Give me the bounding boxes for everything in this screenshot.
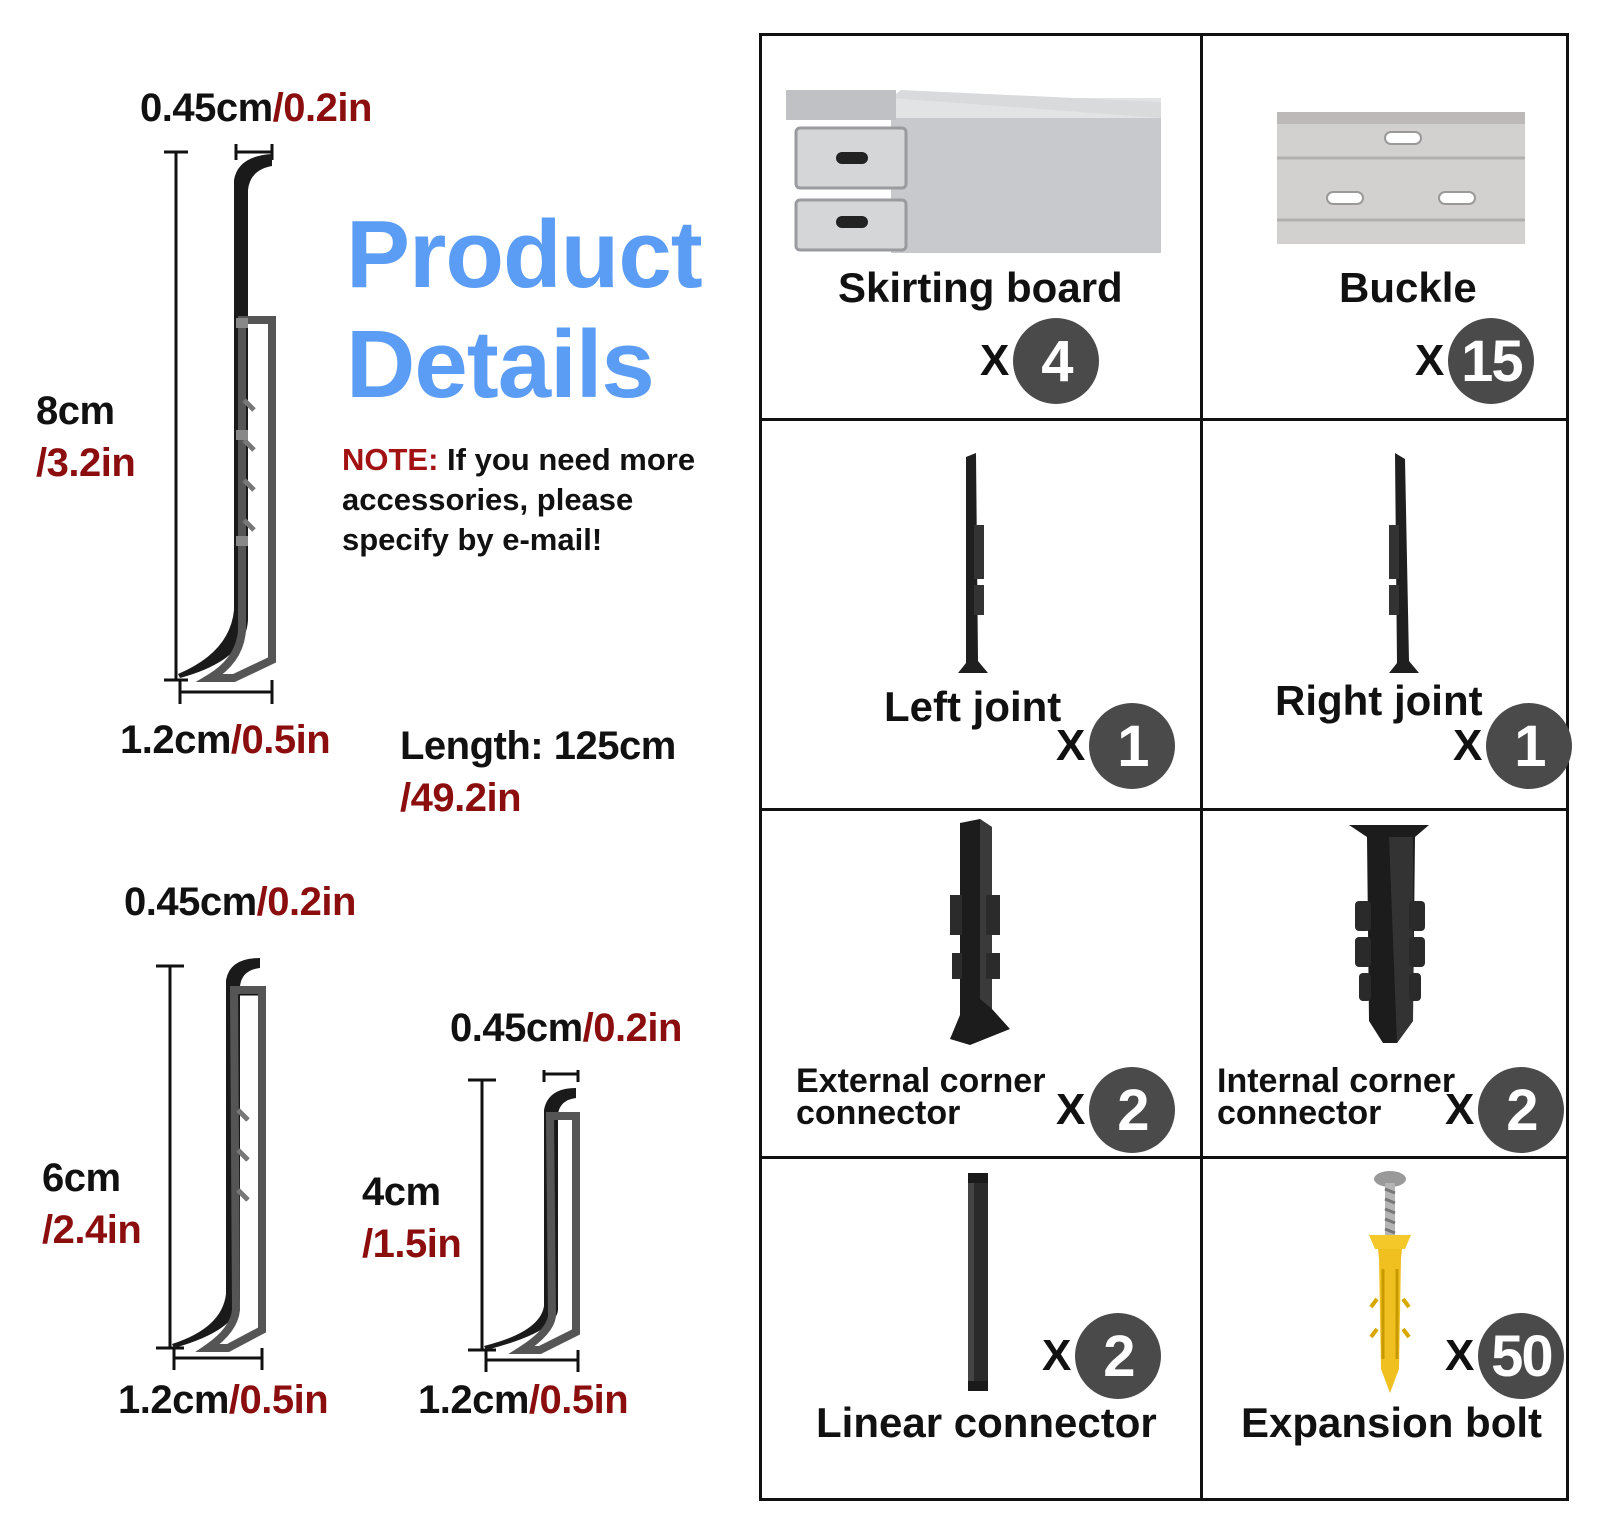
part-quantity: X 4 bbox=[980, 318, 1100, 404]
part-name: External corner connector bbox=[796, 1062, 1046, 1132]
expansion-bolt-image bbox=[1369, 1171, 1411, 1393]
external-corner-image bbox=[950, 819, 1010, 1045]
quantity-badge: 2 bbox=[1478, 1067, 1565, 1153]
note: NOTE: If you need more accessories, plea… bbox=[342, 440, 722, 560]
part-buckle: Buckle X 15 bbox=[1203, 36, 1569, 418]
quantity-badge: 15 bbox=[1448, 318, 1535, 404]
part-quantity: X 1 bbox=[1453, 703, 1573, 789]
profile3-top-dim: 0.45cm/0.2in bbox=[450, 1006, 682, 1051]
title-line2: Details bbox=[346, 311, 655, 418]
part-name-line1: Internal corner bbox=[1217, 1062, 1456, 1100]
profile1-height-dim: 8cm /3.2in bbox=[36, 385, 136, 489]
profile1-height-in: /3.2in bbox=[36, 441, 136, 485]
part-name: Internal corner connector bbox=[1217, 1062, 1456, 1132]
profile3-height-cm: 4cm bbox=[362, 1170, 441, 1214]
profile2-height-dim: 6cm /2.4in bbox=[42, 1152, 142, 1256]
part-name: Expansion bolt bbox=[1241, 1399, 1543, 1446]
internal-corner-image bbox=[1349, 825, 1429, 1043]
part-quantity: X 2 bbox=[1445, 1067, 1565, 1153]
parts-grid: Skirting board X 4 Buckle X 15 Left jo bbox=[759, 33, 1573, 1501]
profile1-top-dim: 0.45cm/0.2in bbox=[140, 86, 372, 131]
profile3-drawing bbox=[468, 1070, 580, 1372]
profile2-height-cm: 6cm bbox=[42, 1156, 121, 1200]
quantity-badge: 1 bbox=[1089, 703, 1176, 789]
profile3-base-cm: 1.2cm bbox=[418, 1378, 529, 1422]
part-left-joint: Left joint X 1 bbox=[762, 421, 1200, 808]
profile1-height-cm: 8cm bbox=[36, 389, 115, 433]
part-quantity: X 15 bbox=[1415, 318, 1535, 404]
profile2-top-dim: 0.45cm/0.2in bbox=[124, 880, 356, 925]
part-quantity: X 50 bbox=[1445, 1313, 1565, 1399]
profile3-top-in: /0.2in bbox=[582, 1006, 683, 1050]
times-sign: X bbox=[1415, 336, 1445, 385]
times-sign: X bbox=[1056, 1085, 1086, 1134]
quantity-badge: 50 bbox=[1478, 1313, 1565, 1399]
profile2-base-in: /0.5in bbox=[228, 1378, 329, 1422]
quantity-badge: 2 bbox=[1075, 1313, 1162, 1399]
profile2-height-in: /2.4in bbox=[42, 1208, 142, 1252]
note-text: If you need more accessories, please spe… bbox=[342, 442, 696, 557]
part-name-line1: External corner bbox=[796, 1062, 1046, 1100]
part-name: Skirting board bbox=[838, 264, 1123, 311]
profile1-base-in: /0.5in bbox=[230, 718, 331, 762]
profile2-base-cm: 1.2cm bbox=[118, 1378, 229, 1422]
part-name-line2: connector bbox=[1217, 1094, 1382, 1132]
buckle-image bbox=[1277, 112, 1525, 244]
quantity-badge: 2 bbox=[1089, 1067, 1176, 1153]
left-joint-image bbox=[958, 453, 988, 673]
part-linear-connector: Linear connector X 2 bbox=[762, 1159, 1200, 1501]
length-label: Length: 125cm bbox=[400, 724, 676, 768]
profile2-drawing bbox=[156, 958, 266, 1370]
right-joint-image bbox=[1389, 453, 1419, 673]
part-external-corner-connector: External corner connector X 2 bbox=[762, 811, 1200, 1156]
times-sign: X bbox=[1445, 1085, 1475, 1134]
page-title: Product Details bbox=[346, 200, 703, 420]
length-dim: Length: 125cm /49.2in bbox=[400, 720, 676, 824]
part-skirting-board: Skirting board X 4 bbox=[762, 36, 1200, 418]
note-label: NOTE: bbox=[342, 442, 439, 477]
times-sign: X bbox=[980, 336, 1010, 385]
part-name: Right joint bbox=[1275, 677, 1483, 724]
grid-divider-row2 bbox=[762, 808, 1566, 811]
times-sign: X bbox=[1056, 721, 1086, 770]
profile1-drawing bbox=[164, 144, 276, 704]
profile2-base-dim: 1.2cm/0.5in bbox=[118, 1378, 329, 1423]
part-expansion-bolt: Expansion bolt X 50 bbox=[1203, 1159, 1569, 1501]
profile2-top-cm: 0.45cm bbox=[124, 880, 257, 924]
profile3-base-dim: 1.2cm/0.5in bbox=[418, 1378, 629, 1423]
quantity-badge: 1 bbox=[1486, 703, 1573, 789]
part-internal-corner-connector: Internal corner connector X 2 bbox=[1203, 811, 1569, 1156]
grid-divider-vertical bbox=[1200, 36, 1203, 1498]
part-quantity: X 2 bbox=[1042, 1313, 1162, 1399]
times-sign: X bbox=[1453, 721, 1483, 770]
profile1-top-cm: 0.45cm bbox=[140, 86, 273, 130]
part-quantity: X 2 bbox=[1056, 1067, 1176, 1153]
skirting-board-image bbox=[786, 90, 1161, 253]
part-right-joint: Right joint X 1 bbox=[1203, 421, 1573, 808]
part-name: Buckle bbox=[1339, 264, 1477, 311]
part-name: Linear connector bbox=[816, 1399, 1157, 1446]
profile3-height-dim: 4cm /1.5in bbox=[362, 1166, 462, 1270]
quantity-badge: 4 bbox=[1013, 318, 1100, 404]
linear-connector-image bbox=[968, 1173, 988, 1391]
times-sign: X bbox=[1445, 1331, 1475, 1380]
part-name-line2: connector bbox=[796, 1094, 961, 1132]
length-inch: /49.2in bbox=[400, 776, 522, 820]
times-sign: X bbox=[1042, 1331, 1072, 1380]
profile1-base-dim: 1.2cm/0.5in bbox=[120, 718, 331, 763]
part-quantity: X 1 bbox=[1056, 703, 1176, 789]
profile3-base-in: /0.5in bbox=[528, 1378, 629, 1422]
grid-divider-row1 bbox=[762, 418, 1566, 421]
profile2-top-in: /0.2in bbox=[256, 880, 357, 924]
grid-divider-row3 bbox=[762, 1156, 1566, 1159]
profile3-top-cm: 0.45cm bbox=[450, 1006, 583, 1050]
part-name: Left joint bbox=[884, 683, 1062, 730]
title-line1: Product bbox=[346, 201, 703, 308]
profile3-height-in: /1.5in bbox=[362, 1222, 462, 1266]
profile1-top-in: /0.2in bbox=[272, 86, 373, 130]
profile1-base-cm: 1.2cm bbox=[120, 718, 231, 762]
